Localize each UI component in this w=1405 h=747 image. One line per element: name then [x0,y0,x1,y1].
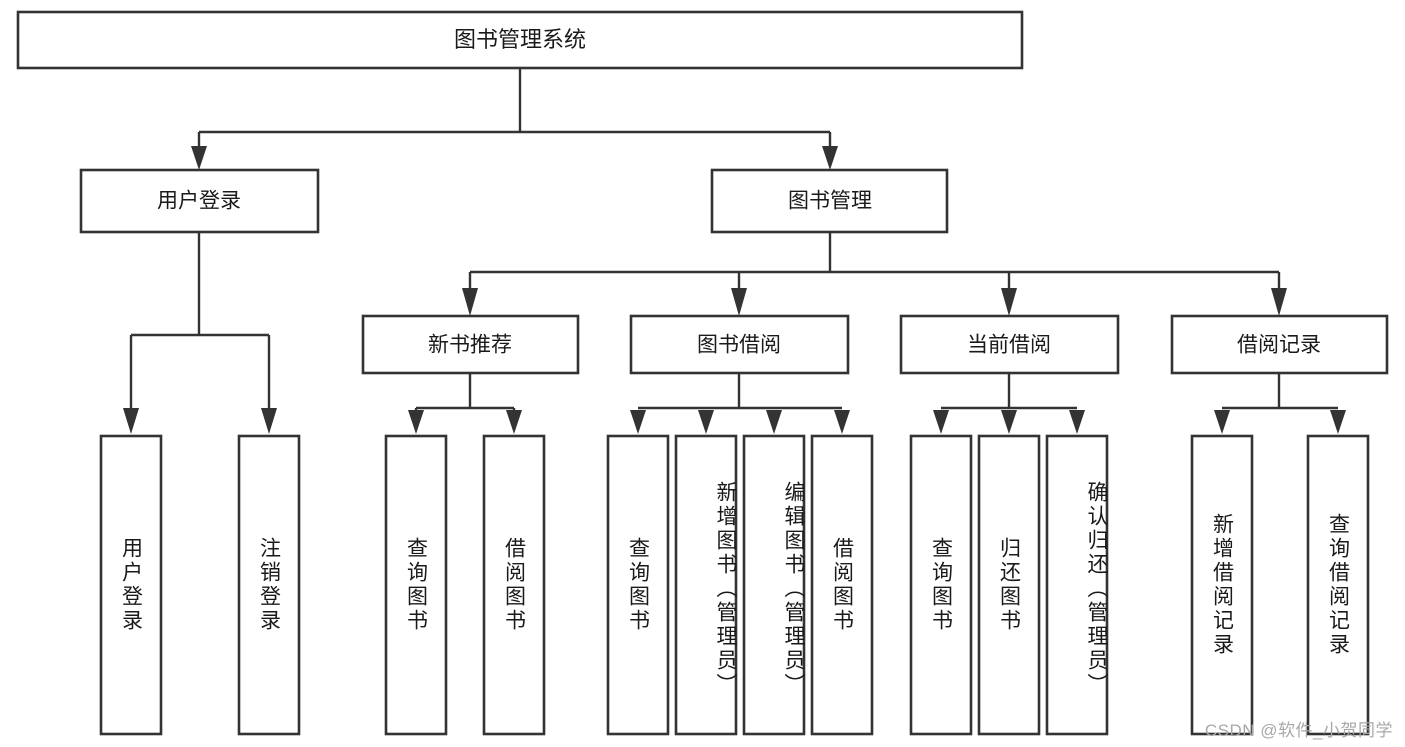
node-user-login-label: 用户登录 [157,190,241,213]
leaf-box-bb-1[interactable] [606,434,670,736]
arrow-head-leaf-bb-3 [766,410,782,434]
node-book-manage[interactable]: 图书管理 [710,168,949,234]
node-new-book-recommend-label: 新书推荐 [428,334,512,357]
leaf-box-bb-3[interactable] [742,434,806,736]
node-new-book-recommend[interactable]: 新书推荐 [361,314,580,375]
node-borrow-record-label: 借阅记录 [1237,334,1321,357]
arrow-head-borrow-record [1271,288,1287,316]
leaf-box-cb-3[interactable] [1045,434,1109,736]
arrow-head-book-borrow [731,288,747,316]
node-current-borrow-label: 当前借阅 [967,334,1051,357]
arrow-head-leaf-cb-2 [1001,410,1017,434]
arrow-head-new-book-recommend [462,288,478,316]
arrow-head-leaf-user-login-1 [123,408,139,434]
arrow-head-leaf-nbr-2 [506,410,522,434]
node-root[interactable]: 图书管理系统 [16,10,1024,70]
arrow-head-leaf-br-2 [1330,410,1346,434]
arrow-head-leaf-user-login-2 [261,408,277,434]
leaf-box-nbr-1[interactable] [384,434,448,736]
node-root-label: 图书管理系统 [454,27,586,52]
node-new-book-recommend-box[interactable] [361,314,580,375]
node-current-borrow[interactable]: 当前借阅 [899,314,1120,375]
arrow-head-current-borrow [1001,288,1017,316]
node-root-box[interactable] [16,10,1024,70]
leaf-box-cb-2[interactable] [977,434,1041,736]
arrow-head-user-login [191,146,207,170]
leaf-box-user-login-2[interactable] [237,434,301,736]
arrow-head-leaf-bb-2 [698,410,714,434]
leaf-box-nbr-2[interactable] [482,434,546,736]
leaf-box-br-1[interactable] [1190,434,1254,736]
node-borrow-record-box[interactable] [1170,314,1389,375]
leaf-box-bb-2[interactable] [674,434,738,736]
node-borrow-record[interactable]: 借阅记录 [1170,314,1389,375]
leaf-box-cb-1[interactable] [909,434,973,736]
node-book-borrow-box[interactable] [629,314,850,375]
leaf-box-bb-4[interactable] [810,434,874,736]
connector-layer [123,68,1346,434]
node-book-borrow[interactable]: 图书借阅 [629,314,850,375]
arrow-head-leaf-br-1 [1214,410,1230,434]
arrow-head-leaf-cb-3 [1069,410,1085,434]
leaf-box-user-login-1[interactable] [99,434,163,736]
arrow-head-leaf-cb-1 [933,410,949,434]
leaf-box-br-2[interactable] [1306,434,1370,736]
node-user-login-box[interactable] [79,168,320,234]
arrow-head-leaf-nbr-1 [408,410,424,434]
node-book-borrow-label: 图书借阅 [697,334,781,357]
node-book-manage-label: 图书管理 [788,190,872,213]
node-user-login[interactable]: 用户登录 [79,168,320,234]
node-book-manage-box[interactable] [710,168,949,234]
arrow-head-book-manage [822,146,838,170]
csdn-watermark: CSDN @软件_小贺同学 [1204,721,1393,740]
node-current-borrow-box[interactable] [899,314,1120,375]
arrow-head-leaf-bb-1 [630,410,646,434]
arrow-head-leaf-bb-4 [834,410,850,434]
leaf-box-layer [99,434,1370,736]
